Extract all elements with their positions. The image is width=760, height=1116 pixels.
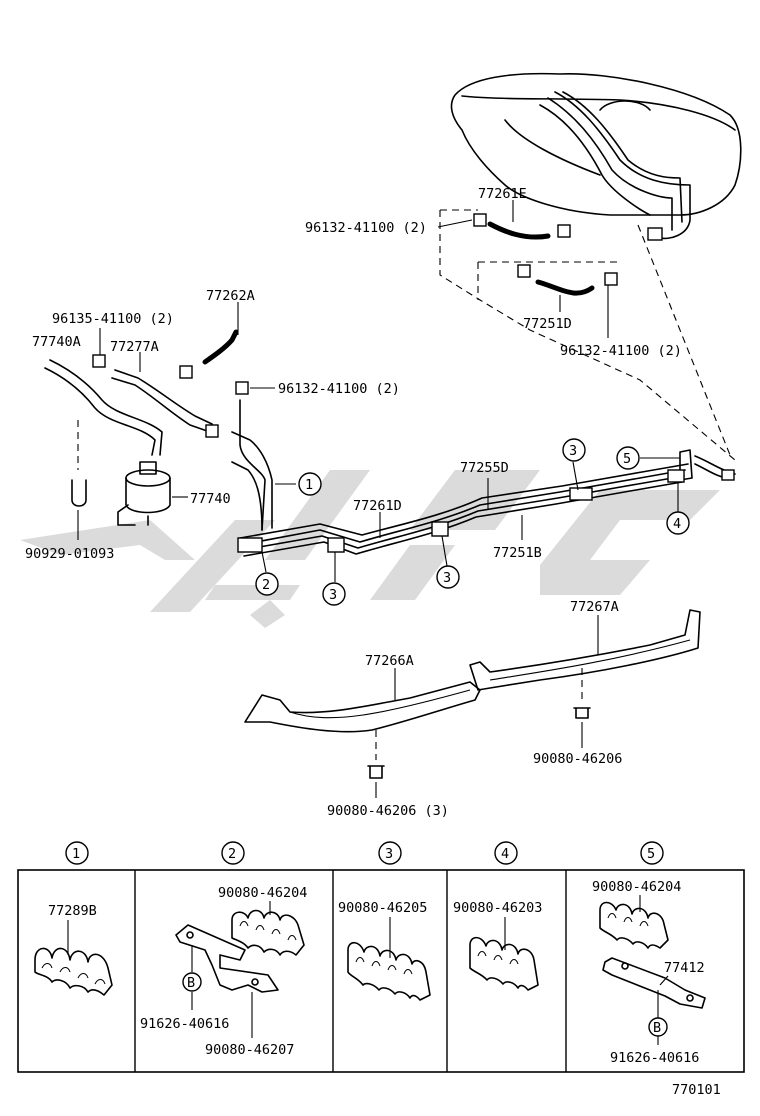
cell3-clamp-label: 90080-46205	[338, 900, 427, 916]
clamp-90080-46205-icon	[347, 941, 431, 1001]
label-77261E: 77261E	[478, 186, 527, 202]
protector-77266A	[244, 681, 481, 733]
table-header-2: 2	[221, 841, 245, 865]
clamp-icon	[667, 469, 685, 483]
clamp-77289B-icon	[34, 947, 113, 996]
clamp-icon	[569, 487, 593, 501]
clamp-icon	[431, 521, 449, 537]
clip-icon	[517, 264, 531, 278]
svg-text:3: 3	[569, 443, 577, 459]
svg-text:3: 3	[385, 846, 393, 862]
detail-table	[17, 869, 745, 1073]
svg-text:4: 4	[501, 846, 509, 862]
svg-text:1: 1	[305, 477, 313, 493]
label-clip-tank-left: 96132-41100 (2)	[305, 220, 427, 236]
label-77261D: 77261D	[353, 498, 402, 514]
cell2-bolt-label: 91626-40616	[140, 1016, 229, 1032]
cell2-bracket-label: 90080-46207	[205, 1042, 294, 1058]
protector-77267A	[469, 609, 701, 691]
diagram-number: 770101	[672, 1082, 721, 1098]
callout-5: 5	[616, 446, 640, 470]
fuel-tank	[450, 72, 742, 241]
clamp-90080-46204-cell5-icon	[599, 901, 669, 949]
fuel-line-bundle	[231, 399, 736, 557]
hose-77262A	[202, 329, 239, 365]
callout-b-cell5: B	[648, 1017, 668, 1037]
bolts	[367, 668, 591, 779]
label-clip-mid: 96132-41100 (2)	[278, 381, 400, 397]
callout-3a: 3	[322, 582, 346, 606]
clip-icon	[235, 381, 249, 395]
clamp-icon	[327, 537, 345, 553]
label-77266A: 77266A	[365, 653, 414, 669]
label-77740A: 77740A	[32, 334, 81, 350]
label-77277A: 77277A	[110, 339, 159, 355]
label-77251B: 77251B	[493, 545, 542, 561]
clip-icon	[92, 354, 106, 368]
cell1-part-label: 77289B	[48, 903, 97, 919]
bracket-2-icon	[175, 924, 279, 993]
callout-2: 2	[255, 572, 279, 596]
clip-icon	[604, 272, 618, 286]
bracket-5-icon	[602, 957, 706, 1009]
clip-icon	[205, 424, 219, 438]
label-bolt-left: 90080-46206 (3)	[327, 803, 449, 819]
label-77262A: 77262A	[206, 288, 255, 304]
svg-text:3: 3	[329, 587, 337, 603]
clamp-90080-46204-icon	[231, 909, 305, 956]
clamp-icon	[237, 537, 263, 553]
hose-77261E	[473, 213, 571, 240]
hose-77251D	[517, 264, 618, 296]
cell2-clamp-label: 90080-46204	[218, 885, 307, 901]
callout-3b: 3	[436, 565, 460, 589]
clip-icon	[179, 365, 193, 379]
label-90929: 90929-01093	[25, 546, 114, 562]
table-header-1: 1	[65, 841, 89, 865]
clamp-90080-46203-icon	[469, 936, 539, 991]
callout-1: 1	[298, 472, 322, 496]
cell5-bolt-label: 91626-40616	[610, 1050, 699, 1066]
cell5-bracket-label: 77412	[664, 960, 705, 976]
label-77251D: 77251D	[523, 316, 572, 332]
hose-77740A	[44, 359, 163, 456]
table-header-5: 5	[640, 841, 664, 865]
svg-text:5: 5	[623, 451, 631, 467]
svg-text:B: B	[653, 1020, 661, 1036]
svg-text:1: 1	[72, 846, 80, 862]
callout-4: 4	[666, 511, 690, 535]
callout-b-cell2: B	[182, 972, 202, 992]
cell5-clamp-label: 90080-46204	[592, 879, 681, 895]
clip-icon	[473, 213, 487, 227]
table-header-4: 4	[494, 841, 518, 865]
label-96135: 96135-41100 (2)	[52, 311, 174, 327]
label-77740: 77740	[190, 491, 231, 507]
svg-text:2: 2	[228, 846, 236, 862]
cell4-clamp-label: 90080-46203	[453, 900, 542, 916]
svg-text:B: B	[187, 975, 195, 991]
hose-77277A	[92, 354, 219, 438]
svg-text:2: 2	[262, 577, 270, 593]
clip-icon	[557, 224, 571, 238]
svg-text:5: 5	[647, 846, 655, 862]
label-bolt-right: 90080-46206	[533, 751, 622, 767]
table-header-3: 3	[378, 841, 402, 865]
label-clip-tank-right: 96132-41100 (2)	[560, 343, 682, 359]
svg-text:3: 3	[443, 570, 451, 586]
label-77267A: 77267A	[570, 599, 619, 615]
canister-77740	[117, 461, 188, 526]
callout-3c: 3	[562, 438, 586, 462]
svg-text:4: 4	[673, 516, 681, 532]
label-77255D: 77255D	[460, 460, 509, 476]
